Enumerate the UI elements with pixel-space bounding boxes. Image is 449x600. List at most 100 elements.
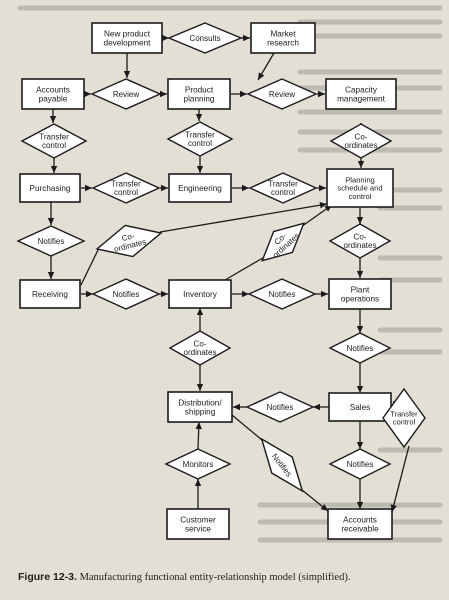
relationship-label-line: Co- xyxy=(121,231,136,243)
figure-label: Figure 12-3. xyxy=(18,571,77,583)
entity-accounts-receivable xyxy=(327,508,393,540)
entity-label: Distribution/shipping xyxy=(178,399,222,417)
diagram-edges xyxy=(47,34,410,513)
relationship-label-line: Notifies xyxy=(347,344,374,353)
edge-notifies-inv-head xyxy=(161,290,168,298)
edge-market-review-head xyxy=(258,72,265,80)
edge-eng-transfer-head xyxy=(242,184,249,192)
entity-accounts-payable xyxy=(21,78,85,110)
entity-label: Engineering xyxy=(178,184,222,193)
edge-coord-plan-head xyxy=(319,202,327,209)
relationship-label: Notifies xyxy=(38,237,65,246)
entity-label-line: research xyxy=(267,38,299,47)
edge-inv-notifies-head xyxy=(242,290,249,298)
relationship-review-right: Review xyxy=(246,78,318,110)
edge-sales-notifies-head xyxy=(313,403,320,411)
relationship-label-line: Review xyxy=(269,90,295,99)
relationship-diamond xyxy=(328,332,392,364)
relationship-notifies-recv-inv: Notifies xyxy=(91,278,161,310)
relationship-label: Co-ordinates xyxy=(345,133,378,151)
relationship-label-line: Transfer xyxy=(39,133,69,142)
entity-label-line: Sales xyxy=(350,403,370,412)
edge-inv-coord xyxy=(224,254,269,281)
edge-plant-notifies-head xyxy=(356,326,364,333)
relationship-label-line: ordinates xyxy=(344,241,377,250)
entity-engineering xyxy=(168,173,232,203)
relationship-label-line: Notifies xyxy=(38,237,65,246)
relationship-review-left: Review xyxy=(90,78,162,110)
entity-box xyxy=(167,391,233,423)
entity-box xyxy=(168,173,232,203)
edge-transfer-purchasing-head xyxy=(50,166,58,173)
entity-inventory xyxy=(168,279,232,309)
relationship-diamond xyxy=(245,391,315,423)
relationship-coordinates-inv-dist: Co-ordinates xyxy=(168,330,232,366)
edge-consults-market-head xyxy=(243,34,250,42)
entity-label: Purchasing xyxy=(30,184,71,193)
edge-transfer-eng-head xyxy=(161,184,168,192)
relationship-label-line: Review xyxy=(113,90,139,99)
edge-ap-review-head xyxy=(84,90,91,98)
entity-label-line: Capacity xyxy=(345,86,378,95)
relationship-label-line: control xyxy=(271,188,295,197)
entity-label-line: Product xyxy=(185,86,214,95)
relationship-diamond xyxy=(95,224,163,258)
relationship-notifies-dist-ar: Notifies xyxy=(260,437,304,493)
edge-recv-notifies-head xyxy=(86,290,93,298)
entity-planning-schedule-control xyxy=(326,168,394,208)
entity-market-research xyxy=(250,22,316,54)
edge-coord-inventory-head xyxy=(196,308,204,315)
relationship-label-line: control xyxy=(42,141,66,150)
entity-product-planning xyxy=(167,78,231,110)
relationship-label-line: Consults xyxy=(189,34,220,43)
entity-box xyxy=(326,168,394,208)
entity-box xyxy=(167,78,231,110)
edge-purch-notifies-head xyxy=(47,218,55,225)
entity-capacity-management xyxy=(325,78,397,110)
entity-box xyxy=(91,22,163,54)
edge-planning-transfer-head xyxy=(195,114,203,121)
relationship-diamond xyxy=(261,222,305,262)
entity-box xyxy=(250,22,316,54)
entity-label-line: Market xyxy=(270,30,296,39)
relationship-label-line: control xyxy=(114,188,138,197)
edge-notifies-dist-head xyxy=(233,403,240,411)
entity-receiving xyxy=(19,279,81,309)
relationship-diamond xyxy=(91,278,161,310)
edge-ap-transfer-head xyxy=(49,116,57,123)
relationship-monitors: Monitors xyxy=(164,448,232,480)
relationship-consults: Consults xyxy=(167,22,243,54)
figure-caption-text: Manufacturing functional entity-relation… xyxy=(79,572,351,583)
edge-review-capacity-head xyxy=(318,90,325,98)
relationship-diamond xyxy=(246,78,318,110)
entity-plant-operations xyxy=(328,278,392,310)
edge-cs-monitors-head xyxy=(194,479,202,486)
entity-label-line: Distribution/ xyxy=(178,399,222,408)
relationship-label-line: control xyxy=(188,139,212,148)
edge-monitors-dist-head xyxy=(195,422,202,430)
edge-purch-transfer-head xyxy=(85,184,92,192)
relationship-notifies-sales-ar: Notifies xyxy=(328,448,392,480)
relationship-diamond xyxy=(166,121,234,157)
entity-label-line: service xyxy=(185,524,211,533)
relationship-label-line: Transfer xyxy=(185,131,215,140)
relationship-coordinates-inv-plan: Co-ordinates xyxy=(261,222,305,262)
edge-notifies-ar-down-head xyxy=(356,502,364,509)
entity-label-line: schedule and xyxy=(337,184,382,193)
edge-dist-notifies xyxy=(231,414,263,441)
relationship-diamond xyxy=(328,223,392,259)
edge-transfer-engineering-head xyxy=(196,166,204,173)
edge-review-planning-head xyxy=(160,90,167,98)
entity-label-line: control xyxy=(349,192,372,201)
relationship-diamond xyxy=(248,172,318,204)
edge-npd-review-head xyxy=(123,71,131,78)
entity-box xyxy=(19,173,81,203)
entity-label-line: Plant xyxy=(351,286,370,295)
edge-transfer-ar xyxy=(391,445,410,513)
